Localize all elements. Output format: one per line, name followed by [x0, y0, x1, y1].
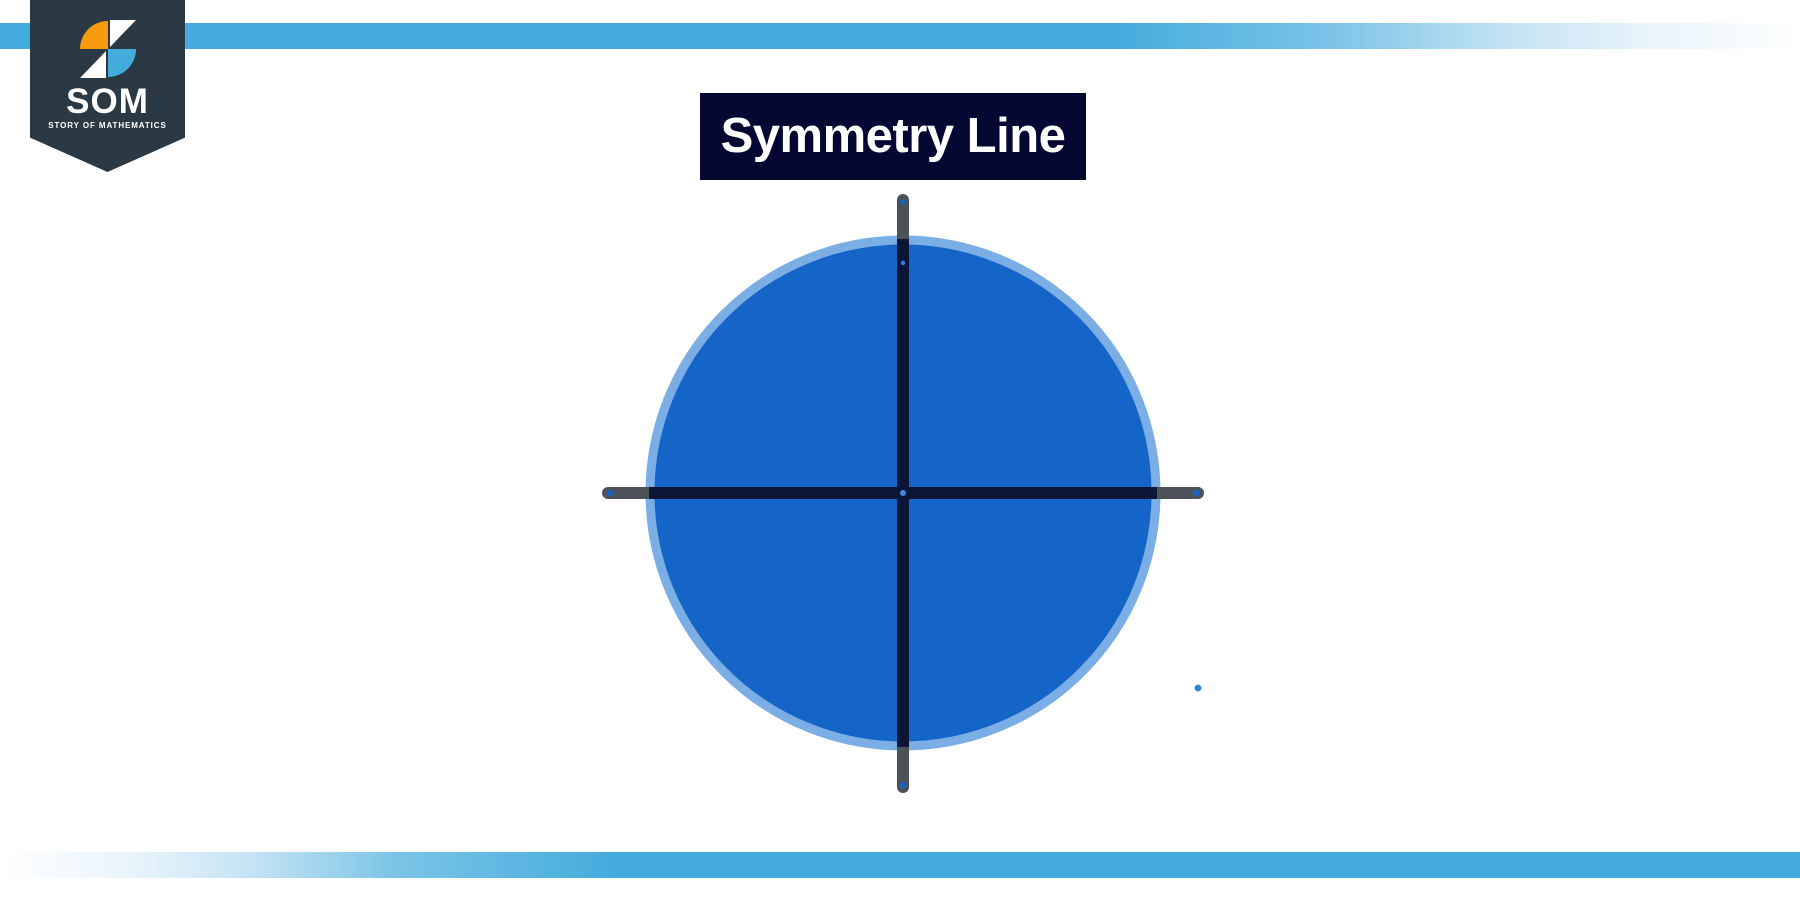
som-s-monogram-icon [77, 18, 139, 80]
title-banner: Symmetry Line [700, 93, 1086, 180]
horizontal-line-left-endpoint-dot [606, 489, 614, 497]
top-accent-bar [0, 23, 1800, 49]
horizontal-line-right-endpoint-dot [1192, 489, 1200, 497]
page-title: Symmetry Line [720, 109, 1066, 163]
circle-center-dot [900, 490, 906, 496]
bottom-accent-bar [0, 852, 1800, 878]
vertical-line-bottom-endpoint-dot [899, 781, 907, 789]
som-wordmark: SOM [66, 82, 149, 121]
vertical-line-upper-marker-dot [900, 260, 906, 266]
symmetry-diagram [560, 170, 1260, 820]
vertical-line-top-endpoint-dot [900, 199, 906, 205]
som-logo-badge: SOM STORY OF MATHEMATICS [30, 0, 185, 172]
som-tagline: STORY OF MATHEMATICS [48, 121, 167, 130]
stray-marker-dot [1194, 684, 1202, 692]
